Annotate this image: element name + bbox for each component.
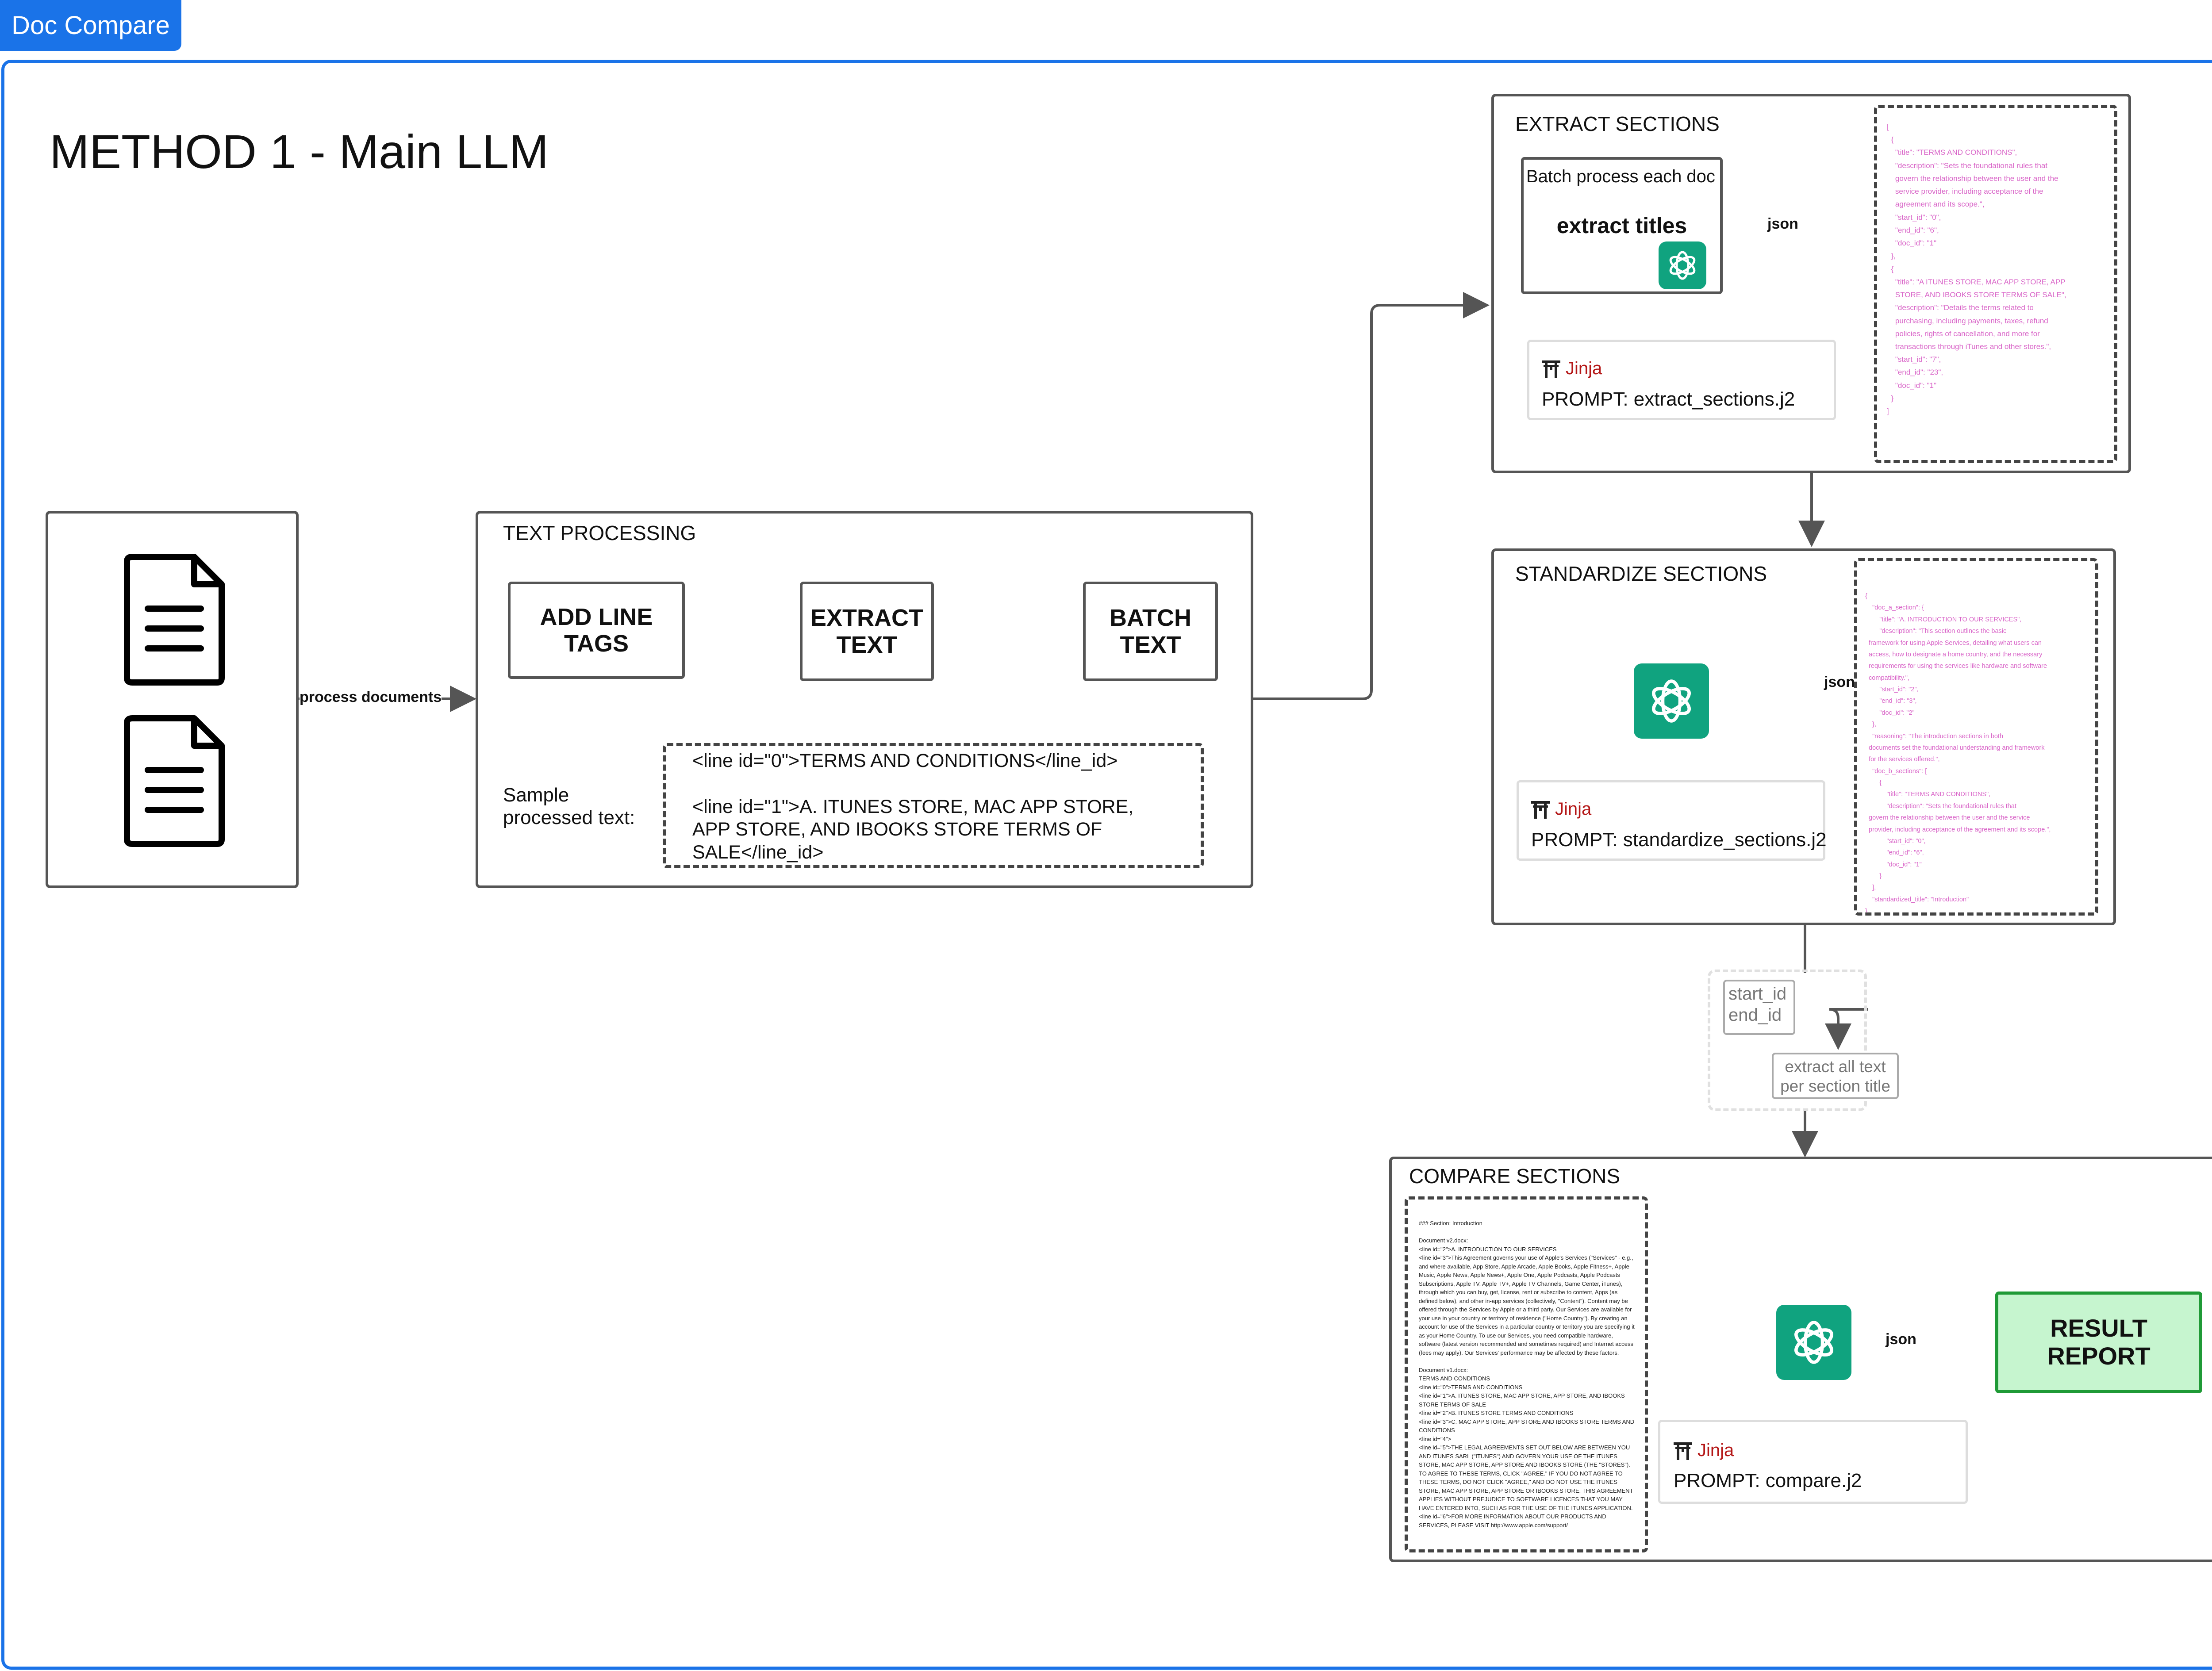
- result-report-box: RESULT REPORT: [1995, 1292, 2202, 1393]
- text-processing-label: TEXT PROCESSING: [503, 521, 696, 544]
- document-icon: [124, 554, 225, 686]
- compare-json-label: json: [1886, 1331, 1916, 1348]
- canvas-frame: [1, 60, 2212, 1670]
- start-end-ids-box: start_id end_id: [1723, 980, 1795, 1035]
- openai-logo-icon: [1659, 241, 1706, 289]
- sample-label: Sample processed text:: [503, 784, 635, 828]
- document-icon: [124, 715, 225, 847]
- jinja-torii-icon: [1531, 801, 1550, 819]
- jinja-label: Jinja: [1555, 799, 1592, 819]
- compare-prompt-label: PROMPT: compare.j2: [1674, 1470, 1862, 1491]
- openai-logo-icon: [1634, 663, 1709, 739]
- end-id-label: end_id: [1728, 1005, 1782, 1025]
- sample-line: <line id="1">A. ITUNES STORE, MAC APP ST…: [692, 796, 1134, 863]
- jinja-label: Jinja: [1566, 359, 1602, 378]
- jinja-torii-icon: [1674, 1442, 1692, 1460]
- tab-doc-compare[interactable]: Doc Compare: [0, 0, 181, 51]
- edge-ids-to-extract: [1829, 1008, 1868, 1045]
- step-batch-text: BATCH TEXT: [1083, 582, 1218, 681]
- compare-doc-text: ### Section: Introduction Document v2.do…: [1419, 1220, 1635, 1529]
- standardize-prompt-label: PROMPT: standardize_sections.j2: [1531, 829, 1827, 851]
- standardize-json-text: { "doc_a_section": { "title": "A. INTROD…: [1865, 593, 2051, 915]
- extract-json-label: json: [1767, 215, 1798, 233]
- compare-prompt-box: Jinja PROMPT: compare.j2: [1658, 1420, 1968, 1504]
- standardize-json-label: json: [1824, 674, 1855, 690]
- process-documents-label: process documents: [300, 689, 442, 706]
- jinja-label: Jinja: [1697, 1441, 1734, 1460]
- extract-prompt-box: Jinja PROMPT: extract_sections.j2: [1527, 340, 1836, 420]
- openai-logo-icon: [1776, 1305, 1851, 1380]
- extract-prompt-label: PROMPT: extract_sections.j2: [1542, 388, 1795, 410]
- jinja-torii-icon: [1542, 360, 1560, 378]
- input-documents-panel: [46, 511, 299, 888]
- page-title: METHOD 1 - Main LLM: [50, 125, 549, 178]
- step-extract-text: EXTRACT TEXT: [800, 582, 934, 681]
- section-range-group: [1708, 970, 1867, 1111]
- extract-json-text: [ { "title": "TERMS AND CONDITIONS", "de…: [1887, 123, 2066, 416]
- extract-json-output: [ { "title": "TERMS AND CONDITIONS", "de…: [1874, 105, 2117, 463]
- extract-titles-label: extract titles: [1556, 213, 1687, 238]
- edge-text-to-extract-sections: [1253, 292, 1490, 700]
- extract-titles-box: Batch process each doc extract titles: [1521, 157, 1723, 294]
- step-add-line-tags: ADD LINE TAGS: [508, 582, 685, 679]
- compare-sections-label: COMPARE SECTIONS: [1409, 1165, 1621, 1188]
- sample-text-box: <line id="0">TERMS AND CONDITIONS</line_…: [663, 743, 1204, 868]
- extract-sections-label: EXTRACT SECTIONS: [1515, 112, 1720, 135]
- standardize-prompt-box: Jinja PROMPT: standardize_sections.j2: [1517, 780, 1827, 861]
- result-label: RESULT: [2050, 1314, 2147, 1342]
- standardize-sections-label: STANDARDIZE SECTIONS: [1515, 562, 1767, 585]
- extract-all-text-label: extract all text: [1785, 1058, 1886, 1076]
- start-id-label: start_id: [1728, 984, 1787, 1004]
- report-label: REPORT: [2047, 1342, 2151, 1370]
- standardize-json-output: { "doc_a_section": { "title": "A. INTROD…: [1854, 558, 2098, 916]
- batch-label: Batch process each doc: [1526, 167, 1715, 186]
- extract-text-per-section-box: extract all text per section title: [1772, 1053, 1899, 1099]
- per-section-title-label: per section title: [1780, 1077, 1890, 1096]
- sample-line: <line id="0">TERMS AND CONDITIONS</line_…: [692, 750, 1118, 771]
- compare-input-text: ### Section: Introduction Document v2.do…: [1405, 1196, 1648, 1552]
